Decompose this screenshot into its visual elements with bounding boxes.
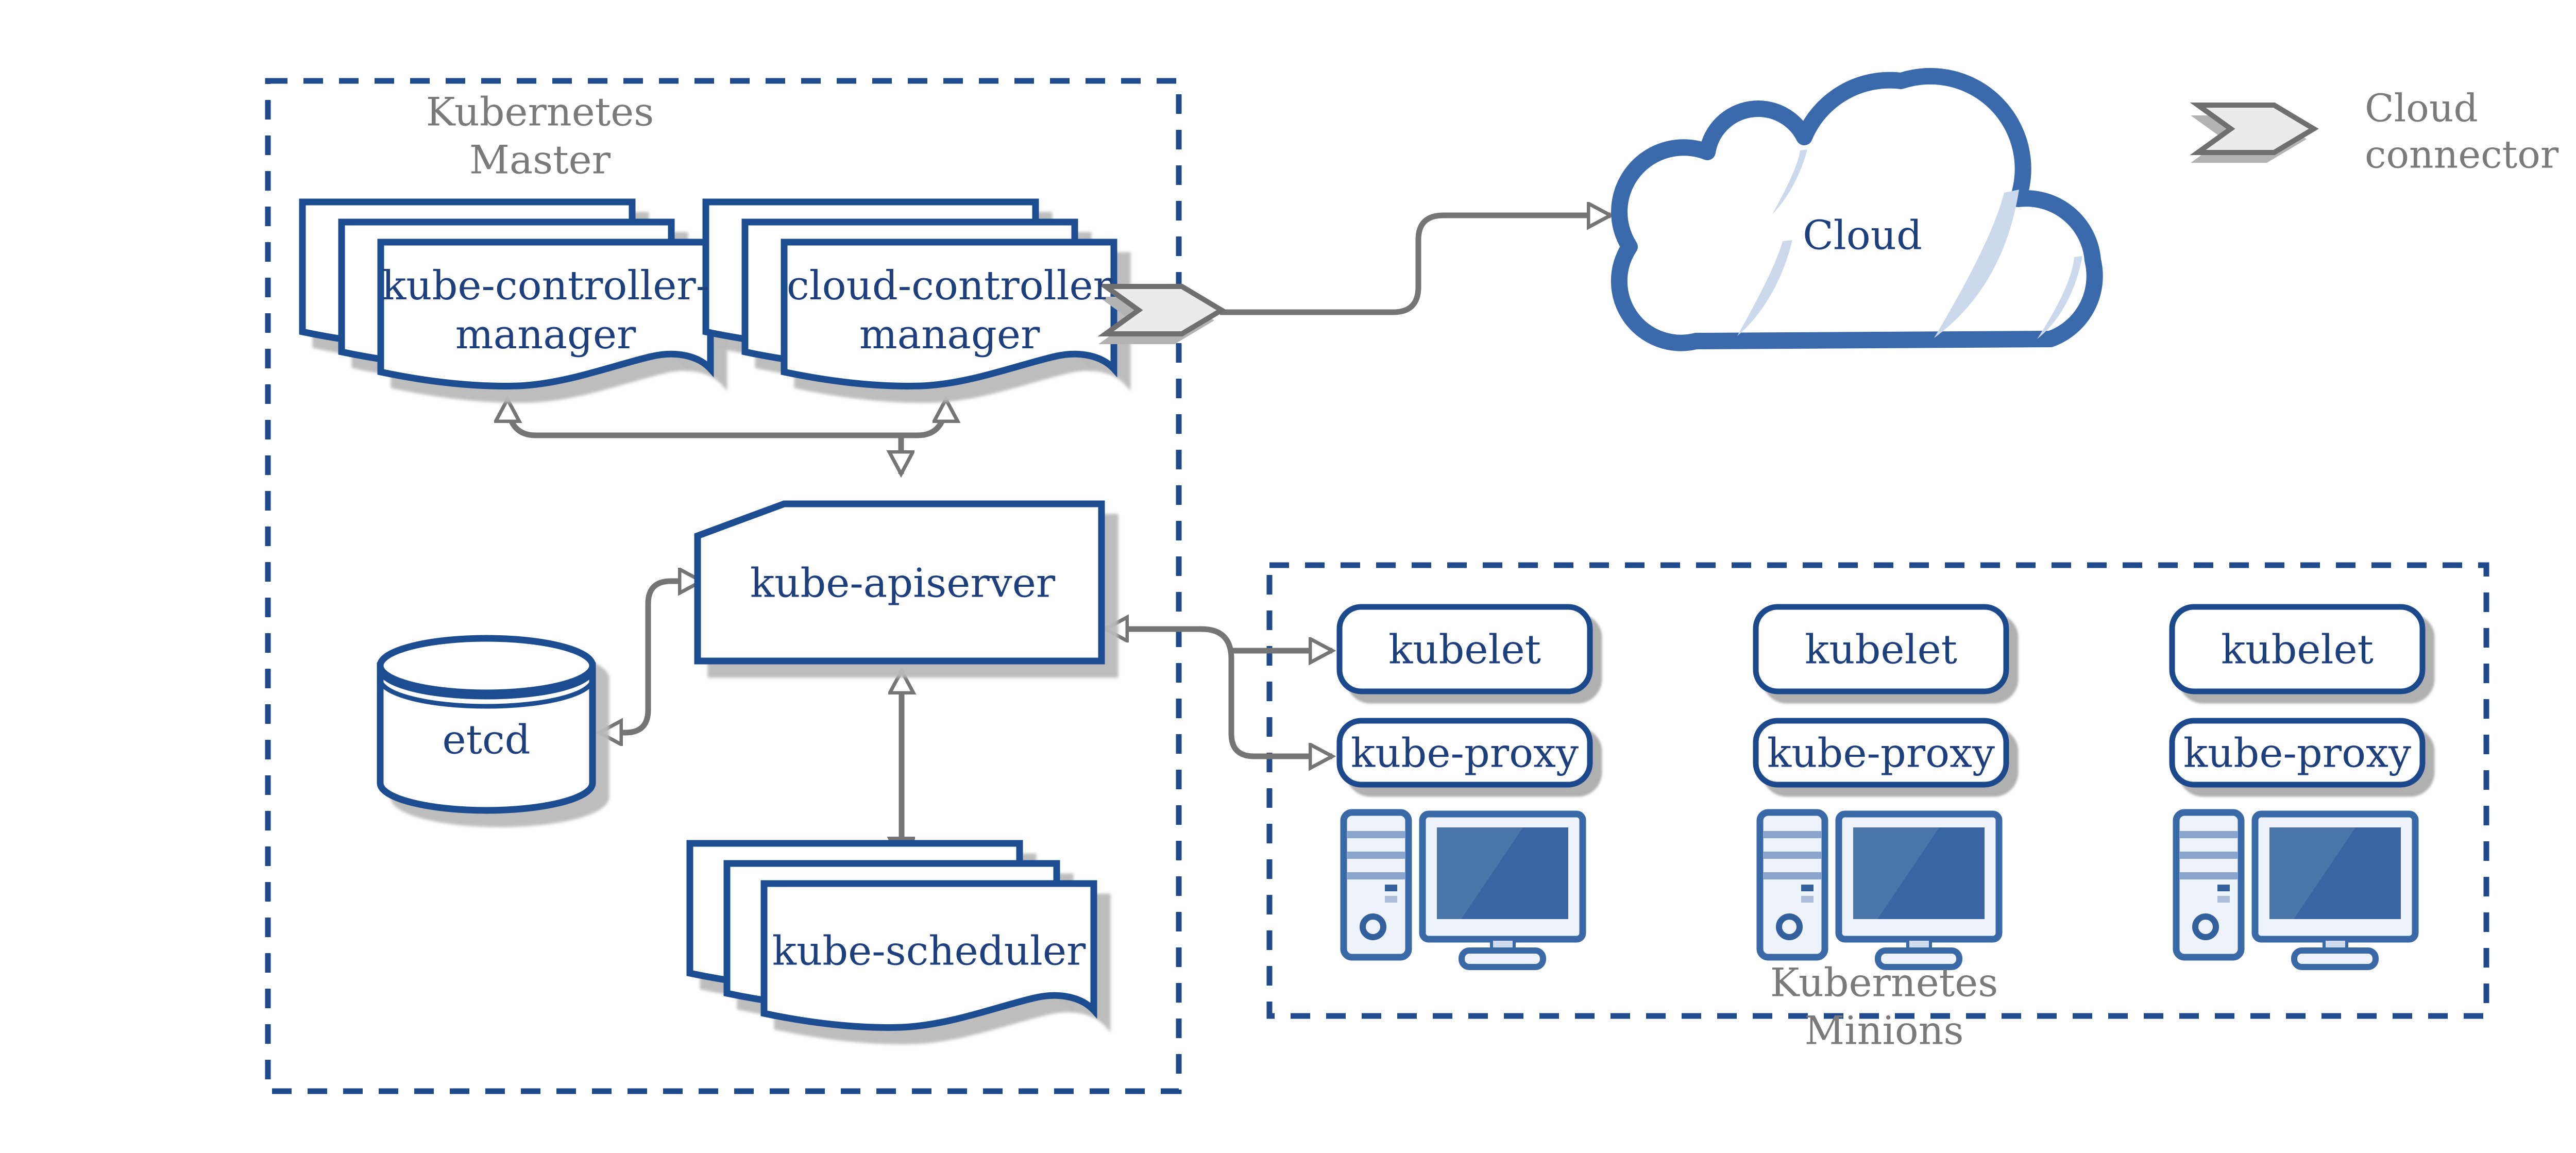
legend-cloud-connector-icon [2191, 105, 2314, 163]
kube-controller-manager-shape [302, 202, 710, 386]
document-page [381, 242, 710, 386]
cloud-controller-manager-shape [706, 202, 1114, 386]
arrow-apiserver-kubeproxy [1105, 629, 1332, 756]
kube-proxy-box [1753, 718, 2009, 788]
connector-arrows [507, 215, 1611, 860]
cloud-glare [1737, 240, 1792, 336]
cloud-glare [2037, 256, 2082, 339]
node-computer-icon [1760, 812, 1999, 967]
node-computer-icon [2176, 812, 2415, 967]
cloud-glare [1772, 149, 1807, 214]
kube-proxy-box [2169, 718, 2426, 788]
cloud-shape [1611, 67, 2103, 351]
cylinder-ring [378, 669, 595, 700]
cylinder-ring [378, 679, 595, 709]
kube-scheduler-shape [690, 843, 1094, 1027]
document-page [784, 242, 1114, 386]
arrow-apiserver-to-kcm [507, 399, 901, 438]
arrow-apiserver-to-ccm [901, 399, 946, 438]
kubelet-box [1336, 604, 1593, 694]
arrow-apiserver-etcd [599, 581, 702, 733]
arrow-connector-to-cloud [1220, 215, 1611, 315]
document-page [764, 884, 1094, 1027]
node-computer-icon [1344, 812, 1583, 967]
kube-apiserver-shape [694, 500, 1105, 665]
cloud-glare [1934, 190, 2019, 338]
cloud-outline [1611, 67, 2103, 351]
kube-proxy-box [1336, 718, 1593, 788]
kubelet-box [1753, 604, 2009, 694]
minions-boundary [1266, 562, 2489, 1019]
kubelet-box [2169, 604, 2426, 694]
etcd-shape [377, 635, 596, 814]
cylinder-top [377, 635, 596, 697]
node-boxes [1336, 604, 2426, 788]
